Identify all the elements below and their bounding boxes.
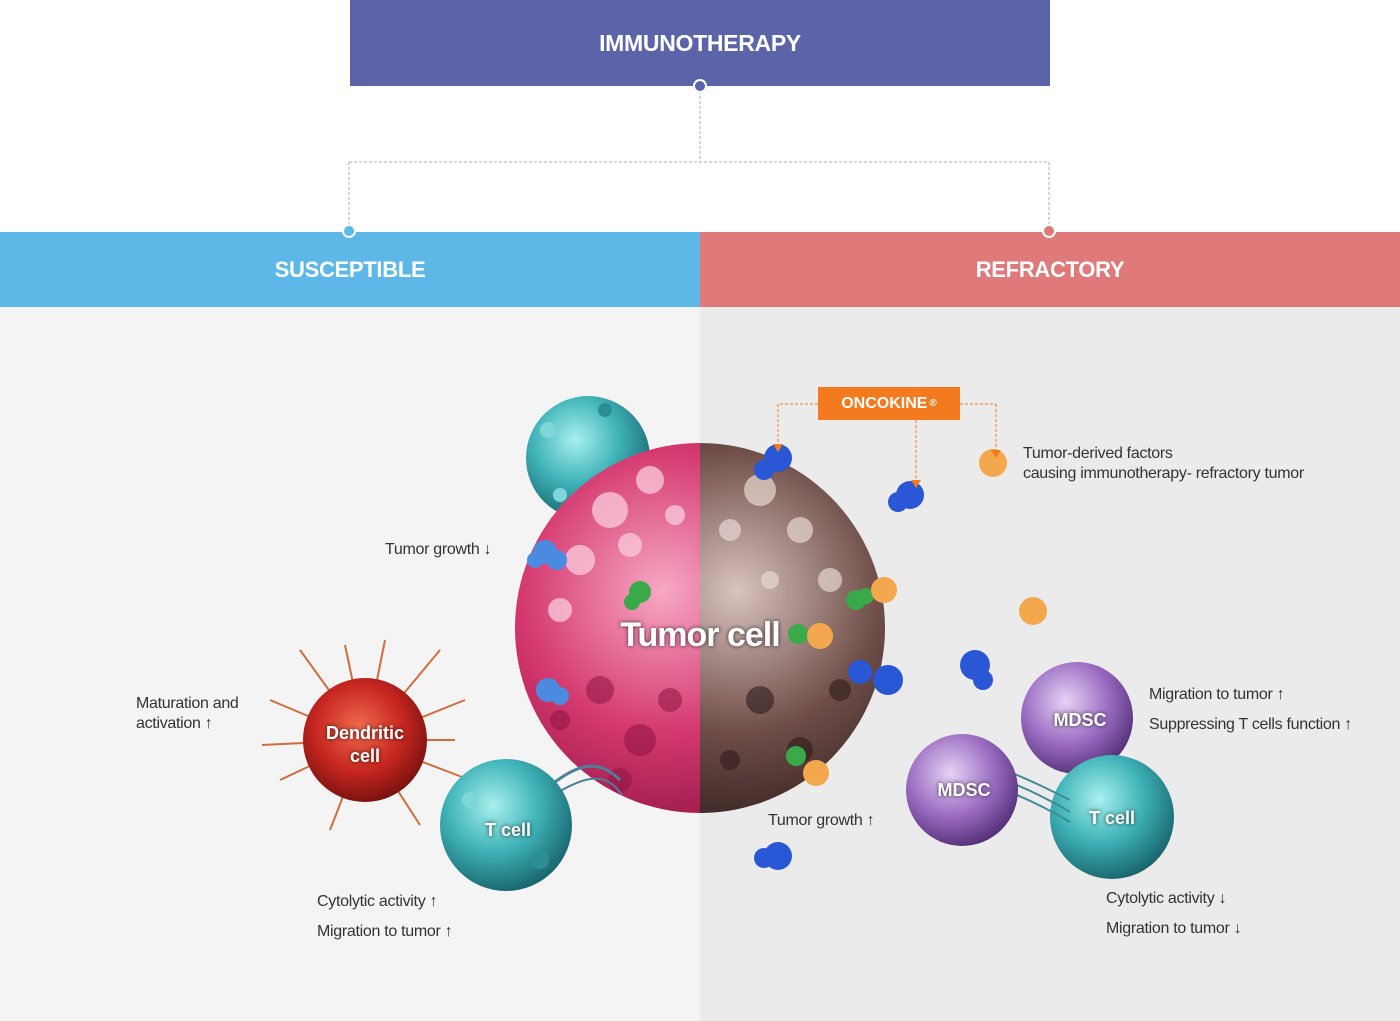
mdsc-bottom-illustration <box>906 734 1018 846</box>
mdsc-top-label: MDSC <box>1053 710 1107 730</box>
dc-activation-text: activation <box>136 715 201 732</box>
header-node <box>693 79 707 93</box>
up-arrow-icon: ↑ <box>866 812 875 829</box>
migration-decrease: Migration to tumor ↓ <box>1106 919 1242 939</box>
oncokine-connectors <box>777 403 997 480</box>
migration-increase: Migration to tumor ↑ <box>317 922 453 942</box>
suppression-text: Suppressing T cells function <box>1149 716 1341 733</box>
cytolytic-text: Cytolytic activity <box>317 893 426 910</box>
mdsc-top-illustration <box>1021 662 1133 774</box>
migration-text: Migration to tumor <box>1106 920 1230 937</box>
dendritic-label-line2: cell <box>349 746 381 766</box>
down-arrow-icon: ↓ <box>1218 890 1227 907</box>
tumor-factors-note: Tumor-derived factors causing immunother… <box>1023 444 1304 484</box>
suppression-increase: Suppressing T cells function ↑ <box>1149 715 1352 735</box>
up-arrow-icon: ↑ <box>1344 716 1352 733</box>
registered-mark: ® <box>929 398 937 409</box>
up-arrow-icon: ↑ <box>204 715 213 732</box>
tumor-factors-line1: Tumor-derived factors <box>1023 445 1173 462</box>
dendritic-cell-illustration <box>261 639 471 831</box>
tumor-growth-text: Tumor growth <box>768 812 863 829</box>
dendritic-label-line1: Dendritic <box>325 723 404 743</box>
immunotherapy-header: IMMUNOTHERAPY <box>350 0 1050 86</box>
refractory-node <box>1042 224 1056 238</box>
susceptible-title: SUSCEPTIBLE <box>274 256 426 282</box>
migration-text: Migration to tumor <box>317 923 441 940</box>
refractory-title: REFRACTORY <box>975 256 1125 282</box>
tcell-right-illustration <box>1050 755 1174 879</box>
oncokine-box: ONCOKINE® <box>818 387 960 420</box>
molecules <box>527 444 1047 870</box>
tumor-cell-illustration <box>515 443 885 813</box>
refractory-header: REFRACTORY <box>700 232 1400 307</box>
mdsc-bottom-label: MDSC <box>937 780 991 800</box>
tcell-right-label: T cell <box>1088 808 1136 828</box>
cytolytic-decrease: Cytolytic activity ↓ <box>1106 889 1227 909</box>
dc-activation-line2: activation ↑ <box>136 714 239 734</box>
susceptible-node <box>342 224 356 238</box>
dc-activation-note: Maturation and activation ↑ <box>136 694 239 734</box>
mdsc-migration-text: Migration to tumor <box>1149 686 1273 703</box>
tumor-cell-label: Tumor cell <box>620 616 780 654</box>
down-arrow-icon: ↓ <box>483 541 492 558</box>
dc-activation-line1: Maturation and <box>136 695 239 712</box>
dendritic-cell-label: Dendritic cell <box>310 722 420 768</box>
up-arrow-icon: ↑ <box>444 923 453 940</box>
susceptible-header: SUSCEPTIBLE <box>0 232 700 307</box>
up-arrow-icon: ↑ <box>1276 686 1285 703</box>
tumor-growth-increase: Tumor growth ↑ <box>768 811 875 831</box>
tcell-left-label: T cell <box>484 820 532 840</box>
cytolytic-text: Cytolytic activity <box>1106 890 1215 907</box>
header-title: IMMUNOTHERAPY <box>599 29 801 56</box>
tcell-left-illustration <box>440 759 623 891</box>
tumor-growth-decrease: Tumor growth ↓ <box>385 540 492 560</box>
up-arrow-icon: ↑ <box>429 893 438 910</box>
tree-connector <box>348 86 1050 230</box>
tumor-factors-line2: causing immunotherapy- refractory tumor <box>1023 465 1304 482</box>
mdsc-migration-increase: Migration to tumor ↑ <box>1149 685 1285 705</box>
tumor-growth-text: Tumor growth <box>385 541 480 558</box>
oncokine-label: ONCOKINE <box>841 394 928 412</box>
cytolytic-increase: Cytolytic activity ↑ <box>317 892 438 912</box>
down-arrow-icon: ↓ <box>1233 920 1242 937</box>
oncokine-arrowheads <box>773 444 1001 488</box>
